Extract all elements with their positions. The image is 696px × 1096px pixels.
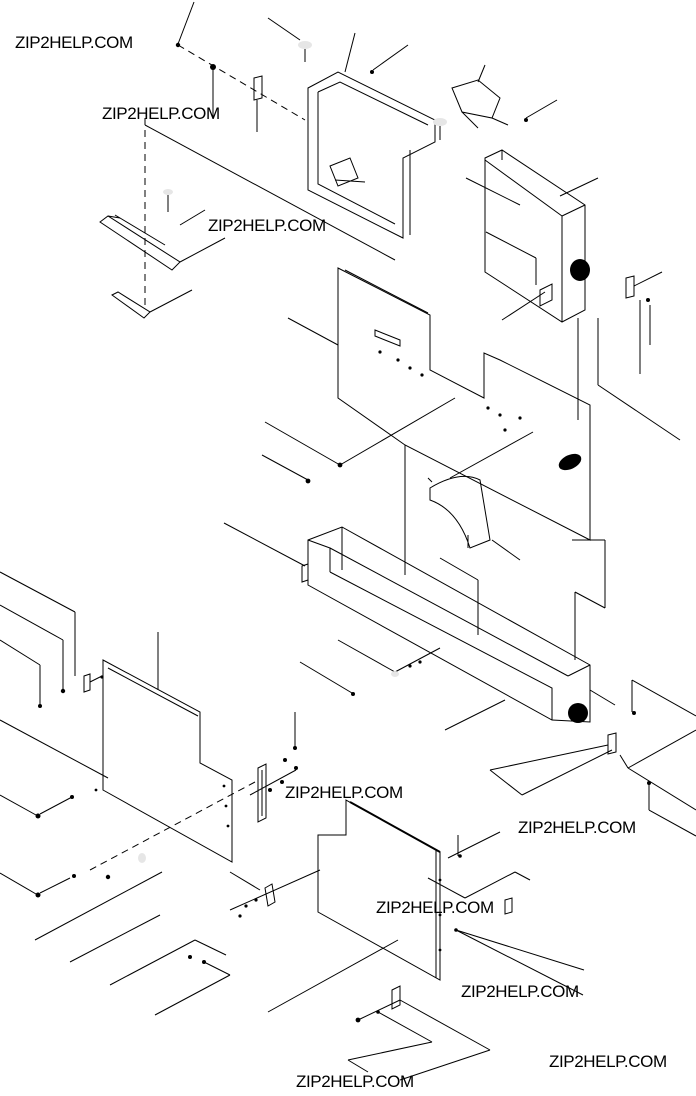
middle-panel	[287, 267, 681, 541]
middle-panel-screws	[261, 397, 456, 575]
top-bracket-small	[253, 75, 263, 132]
upper-frame	[307, 32, 436, 239]
left-lower-panel	[94, 632, 233, 863]
middle-chute	[427, 431, 606, 609]
bottom-center-hinge	[109, 869, 399, 1016]
bottom-right-clip	[347, 985, 491, 1081]
top-screw-1	[267, 17, 312, 62]
hinge-strip	[249, 712, 298, 823]
watermark-text: ZIP2HELP.COM	[102, 104, 220, 123]
watermark-text: ZIP2HELP.COM	[208, 216, 326, 235]
watermark-text: ZIP2HELP.COM	[376, 898, 494, 917]
top-screw-2	[433, 118, 447, 140]
right-lower-clip	[489, 679, 696, 837]
long-tray	[223, 522, 591, 731]
watermark-text: ZIP2HELP.COM	[461, 982, 579, 1001]
watermark-text: ZIP2HELP.COM	[15, 33, 133, 52]
top-right-housing	[465, 149, 599, 323]
top-left-screw-callout	[175, 1, 306, 121]
right-clip-assembly	[625, 271, 663, 374]
bottom-right-panel	[317, 799, 585, 996]
left-lower-callouts	[0, 571, 256, 963]
watermark-text: ZIP2HELP.COM	[285, 783, 403, 802]
watermark-text: ZIP2HELP.COM	[549, 1052, 667, 1071]
watermark-text: ZIP2HELP.COM	[518, 818, 636, 837]
watermark-text: ZIP2HELP.COM	[296, 1072, 414, 1091]
left-top-bracket	[99, 118, 396, 319]
top-deflector	[451, 64, 558, 129]
